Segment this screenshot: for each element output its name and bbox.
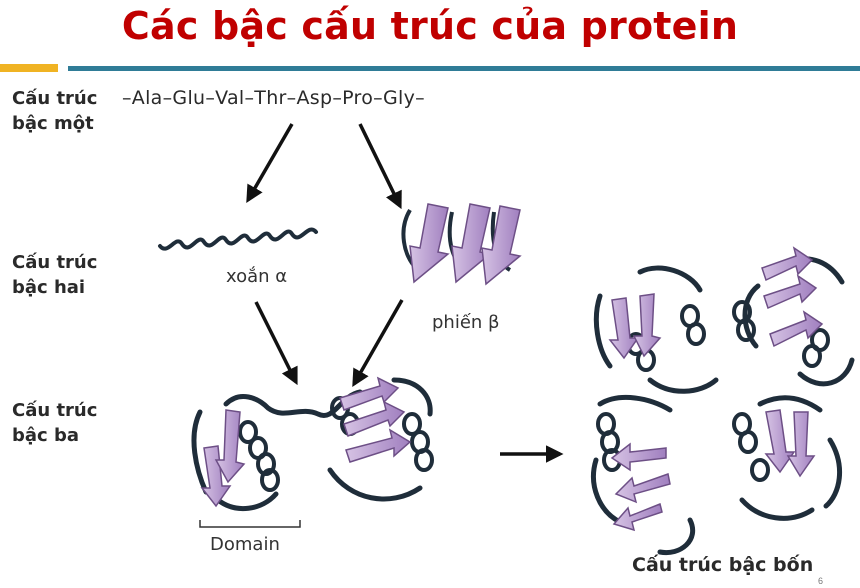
quaternary-structure-label: Cấu trúc bậc bốn: [632, 554, 814, 576]
arrow-helix-to-tertiary: [254, 301, 298, 386]
primary-label-line1: Cấu trúc: [12, 88, 98, 109]
slide-title: Các bậc cấu trúc của protein: [121, 4, 739, 48]
quaternary-structure-icon: [591, 246, 855, 556]
tertiary-structure-icon: [191, 376, 434, 528]
flow-arrows: [246, 123, 564, 463]
beta-sheet-icon: [401, 203, 522, 286]
arrow-primary-to-helix: [246, 123, 294, 204]
tertiary-label-line2: bậc ba: [12, 425, 79, 446]
helix-label: xoắn α: [226, 266, 288, 287]
alpha-helix-icon: [158, 227, 318, 251]
primary-label-line2: bậc một: [12, 113, 94, 134]
arrow-primary-to-sheet: [358, 123, 402, 210]
domain-bracket: [199, 520, 301, 528]
secondary-structure-label: Cấu trúc bậc hai: [12, 250, 97, 300]
amino-acid-sequence: –Ala–Glu–Val–Thr–Asp–Pro–Gly–: [122, 87, 425, 109]
sheet-label: phiến β: [432, 312, 500, 333]
tertiary-structure-label: Cấu trúc bậc ba: [12, 398, 97, 448]
tertiary-label-line1: Cấu trúc: [12, 400, 98, 421]
primary-structure-label: Cấu trúc bậc một: [12, 86, 97, 136]
secondary-label-line1: Cấu trúc: [12, 252, 98, 273]
arrow-sheet-to-tertiary: [352, 299, 404, 388]
page-number: 6: [818, 576, 824, 586]
title-rule: [68, 66, 860, 71]
secondary-label-line2: bậc hai: [12, 277, 86, 298]
domain-label: Domain: [210, 534, 280, 555]
title-rule-accent: [0, 64, 58, 72]
